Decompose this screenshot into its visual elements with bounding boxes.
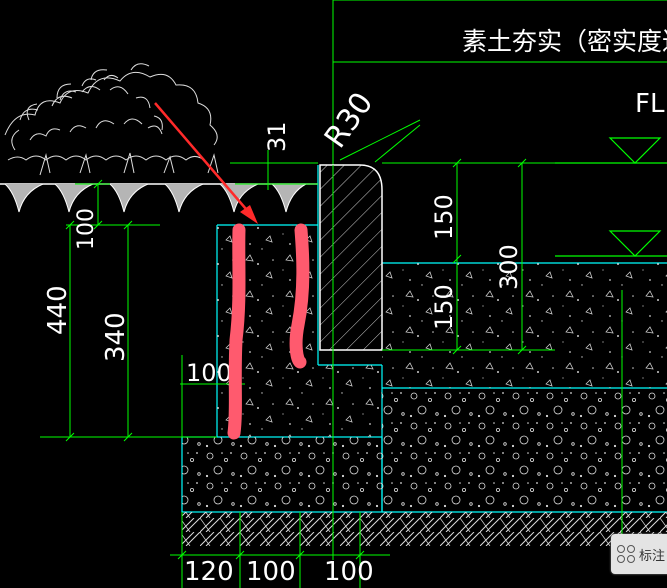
dim-150-top-label: 150 <box>430 194 458 240</box>
dim-100-b1-label: 100 <box>246 557 296 587</box>
ground-surface <box>0 183 318 213</box>
curb-stone <box>319 164 383 351</box>
shrub-planting-icon <box>4 63 219 176</box>
dim-31-label: 31 <box>263 121 291 152</box>
dim-440-label: 440 <box>43 285 73 335</box>
dim-300-label: 300 <box>495 244 523 290</box>
title-text: 素土夯实（密实度达到 <box>462 27 667 56</box>
dim-150-bottom-label: 150 <box>430 284 458 330</box>
dim-100-top-label: 100 <box>74 208 99 250</box>
highlight-strokes <box>227 223 310 440</box>
gravel-base-fill <box>182 437 382 512</box>
concrete-base-fill <box>318 365 382 437</box>
annotation-tool-label: 标注 <box>639 548 666 564</box>
dim-120-label: 120 <box>184 557 234 587</box>
dim-100-b2-label: 100 <box>324 557 374 587</box>
grid-icon <box>617 545 635 563</box>
level-marker-top-icon <box>555 137 667 164</box>
dim-100-mid-label: 100 <box>186 359 232 387</box>
concrete-paving-fill <box>382 263 667 388</box>
gravel-layer-fill <box>382 388 667 512</box>
level-marker-mid-icon <box>555 230 667 257</box>
annotation-tool-button[interactable]: 标注 <box>611 534 667 574</box>
dim-340-label: 340 <box>101 312 131 362</box>
dimension-lines <box>40 119 623 588</box>
annotation-arrow-icon <box>154 102 258 224</box>
title-frame <box>332 0 667 165</box>
compacted-soil-hatch <box>182 512 667 546</box>
fl-label: FL <box>635 89 665 119</box>
